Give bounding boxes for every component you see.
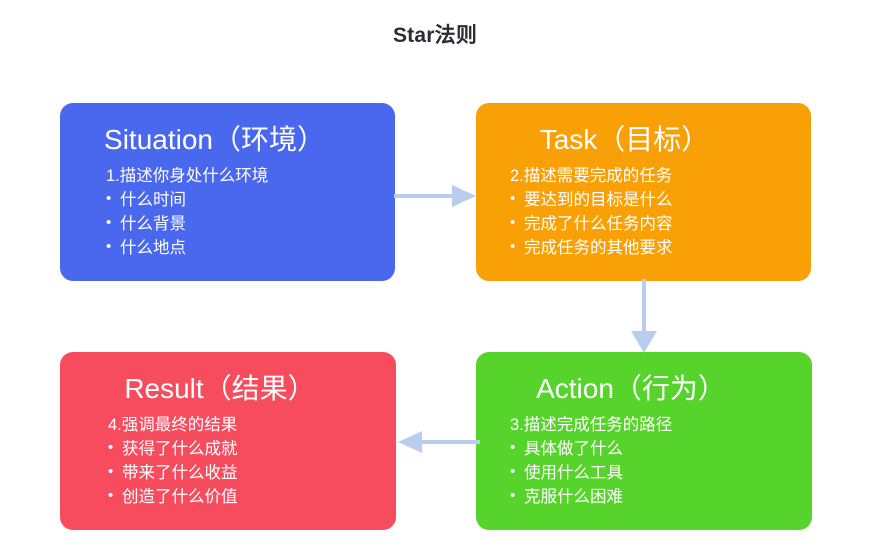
- box-result-lead: 4.强调最终的结果: [108, 416, 238, 434]
- arrow-left-icon: [398, 431, 480, 453]
- box-situation-bullets: 什么时间 什么背景 什么地点: [106, 187, 395, 260]
- list-item: 使用什么工具: [510, 460, 812, 485]
- box-action[interactable]: Action（行为） 3.描述完成任务的路径 具体做了什么 使用什么工具 克服什…: [476, 352, 812, 530]
- box-task-heading: Task（目标）: [539, 124, 710, 155]
- list-item: 创造了什么价值: [108, 484, 396, 509]
- list-item: 克服什么困难: [510, 484, 812, 509]
- box-action-heading: Action（行为）: [536, 373, 726, 404]
- list-item: 完成任务的其他要求: [510, 235, 811, 260]
- arrow-down-icon: [631, 279, 657, 353]
- list-item: 什么地点: [106, 235, 395, 260]
- arrow-right-icon: [394, 185, 476, 207]
- box-situation[interactable]: Situation（环境） 1.描述你身处什么环境 什么时间 什么背景 什么地点: [60, 103, 395, 281]
- list-item: 什么背景: [106, 211, 395, 236]
- box-situation-body: 1.描述你身处什么环境 什么时间 什么背景 什么地点: [60, 164, 395, 260]
- list-item: 带来了什么收益: [108, 460, 396, 485]
- list-item: 获得了什么成就: [108, 436, 396, 461]
- list-item: 要达到的目标是什么: [510, 187, 811, 212]
- box-task-lead: 2.描述需要完成的任务: [510, 167, 673, 185]
- list-item: 什么时间: [106, 187, 395, 212]
- box-action-bullets: 具体做了什么 使用什么工具 克服什么困难: [510, 436, 812, 509]
- box-task[interactable]: Task（目标） 2.描述需要完成的任务 要达到的目标是什么 完成了什么任务内容…: [476, 103, 811, 281]
- box-situation-lead: 1.描述你身处什么环境: [106, 167, 269, 185]
- box-result[interactable]: Result（结果） 4.强调最终的结果 获得了什么成就 带来了什么收益 创造了…: [60, 352, 396, 530]
- list-item: 完成了什么任务内容: [510, 211, 811, 236]
- box-task-body: 2.描述需要完成的任务 要达到的目标是什么 完成了什么任务内容 完成任务的其他要…: [476, 164, 811, 260]
- list-item: 具体做了什么: [510, 436, 812, 461]
- box-result-body: 4.强调最终的结果 获得了什么成就 带来了什么收益 创造了什么价值: [60, 413, 396, 509]
- box-result-heading: Result（结果）: [124, 373, 316, 404]
- box-action-body: 3.描述完成任务的路径 具体做了什么 使用什么工具 克服什么困难: [476, 413, 812, 509]
- box-action-lead: 3.描述完成任务的路径: [510, 416, 673, 434]
- box-task-bullets: 要达到的目标是什么 完成了什么任务内容 完成任务的其他要求: [510, 187, 811, 260]
- box-result-bullets: 获得了什么成就 带来了什么收益 创造了什么价值: [108, 436, 396, 509]
- page-title: Star法则: [392, 24, 478, 47]
- box-situation-heading: Situation（环境）: [104, 124, 325, 155]
